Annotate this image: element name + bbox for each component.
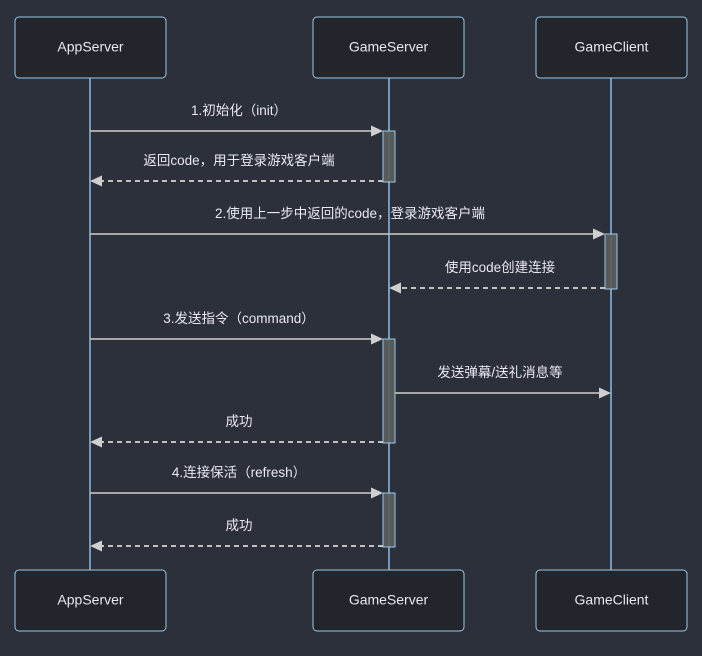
- message-6: 发送弹幕/送礼消息等: [395, 364, 611, 399]
- message-3: 2.使用上一步中返回的code，登录游戏客户端: [90, 205, 605, 240]
- message-5-label: 3.发送指令（command）: [163, 311, 315, 326]
- participant-box[interactable]: [535, 569, 688, 632]
- message-4-arrowhead-icon: [389, 282, 401, 294]
- message-3-label: 2.使用上一步中返回的code，登录游戏客户端: [215, 205, 485, 221]
- activation-bars-group: [382, 130, 618, 548]
- participant-box[interactable]: [14, 16, 167, 79]
- activation-bar-gameclient-1: [604, 233, 618, 290]
- participant-label: GameClient: [575, 39, 649, 55]
- activation-bar-gameserver-2: [382, 338, 396, 444]
- message-1-label: 1.初始化（init）: [191, 102, 287, 118]
- message-2-arrowhead-icon: [90, 175, 102, 187]
- participant-gameclient-top[interactable]: GameClient: [535, 16, 688, 79]
- participant-gameserver-bottom[interactable]: GameServer: [312, 569, 465, 632]
- message-4-label: 使用code创建连接: [445, 259, 555, 275]
- message-4: 使用code创建连接: [389, 259, 605, 294]
- message-8-arrowhead-icon: [371, 487, 383, 499]
- participant-label: AppServer: [57, 39, 123, 55]
- message-6-arrowhead-icon: [599, 387, 611, 399]
- message-2-label: 返回code，用于登录游戏客户端: [143, 152, 334, 168]
- message-1: 1.初始化（init）: [90, 102, 383, 137]
- messages-group: 1.初始化（init） 返回code，用于登录游戏客户端 2.使用上一步中返回的…: [90, 102, 611, 552]
- participant-gameclient-bottom[interactable]: GameClient: [535, 569, 688, 632]
- participant-label: GameClient: [575, 592, 649, 608]
- message-6-label: 发送弹幕/送礼消息等: [437, 364, 562, 380]
- message-5: 3.发送指令（command）: [90, 311, 383, 345]
- participant-label: AppServer: [57, 592, 123, 608]
- participant-appserver-top[interactable]: AppServer: [14, 16, 167, 79]
- participant-label: GameServer: [349, 39, 429, 55]
- message-5-arrowhead-icon: [371, 333, 383, 345]
- message-9-arrowhead-icon: [90, 540, 102, 552]
- participant-boxes-bottom: AppServer GameServer GameClient: [14, 569, 688, 632]
- activation-bar-gameserver-1: [382, 130, 396, 183]
- participant-box[interactable]: [535, 16, 688, 79]
- participant-box[interactable]: [312, 569, 465, 632]
- participant-boxes-top: AppServer GameServer GameClient: [14, 16, 688, 79]
- message-9-label: 成功: [226, 518, 253, 533]
- message-3-arrowhead-icon: [593, 228, 605, 240]
- message-8: 4.连接保活（refresh）: [90, 464, 383, 499]
- participant-label: GameServer: [349, 592, 429, 608]
- message-7: 成功: [90, 414, 383, 448]
- participant-box[interactable]: [312, 16, 465, 79]
- message-2: 返回code，用于登录游戏客户端: [90, 152, 383, 187]
- message-1-arrowhead-icon: [371, 125, 383, 137]
- message-7-label: 成功: [226, 414, 253, 429]
- message-7-arrowhead-icon: [90, 436, 102, 448]
- activation-bar-gameserver-3: [382, 492, 396, 548]
- participant-appserver-bottom[interactable]: AppServer: [14, 569, 167, 632]
- message-8-label: 4.连接保活（refresh）: [172, 464, 306, 480]
- participant-box[interactable]: [14, 569, 167, 632]
- participant-gameserver-top[interactable]: GameServer: [312, 16, 465, 79]
- message-9: 成功: [90, 518, 383, 552]
